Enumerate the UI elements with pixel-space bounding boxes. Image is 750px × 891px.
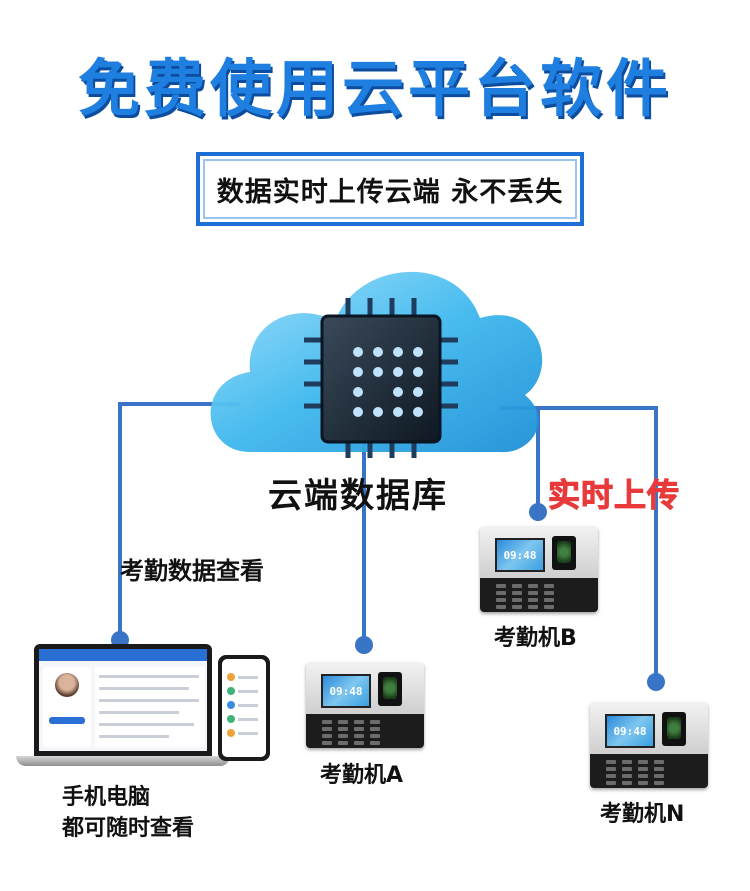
phone-icon [218, 655, 270, 761]
avatar [55, 673, 79, 697]
fingerprint-sensor-icon [662, 712, 686, 746]
attendance-device-a: 09:48 [306, 662, 424, 748]
device-b-label: 考勤机B [494, 626, 577, 651]
pc-label-line2: 都可随时查看 [62, 816, 195, 841]
cloud-database-label: 云端数据库 [268, 476, 448, 516]
device-n-screen: 09:48 [605, 714, 655, 748]
device-a-screen: 09:48 [321, 674, 371, 708]
keypad [480, 578, 598, 612]
attendance-device-b: 09:48 [480, 526, 598, 612]
device-n-label: 考勤机N [600, 802, 685, 827]
node-device-n [647, 673, 665, 691]
pc-label-line1: 手机电脑 [62, 785, 151, 810]
fingerprint-sensor-icon [552, 536, 576, 570]
attendance-view-label: 考勤数据查看 [120, 557, 264, 585]
attendance-device-n: 09:48 [590, 702, 708, 788]
line-to-device-n [520, 406, 658, 680]
node-device-b [529, 503, 547, 521]
device-b-screen: 09:48 [495, 538, 545, 572]
pc-phone-label: 手机电脑 都可随时查看 [62, 782, 262, 844]
page-title: 免费使用云平台软件 [77, 52, 672, 125]
keypad [306, 714, 424, 748]
laptop-base [16, 756, 230, 766]
chip-icon [304, 298, 458, 458]
subtitle-text: 数据实时上传云端 永不丢失 [216, 176, 564, 208]
laptop-icon [34, 644, 212, 756]
realtime-upload-label: 实时上传 [547, 476, 681, 515]
keypad [590, 754, 708, 788]
device-a-label: 考勤机A [320, 763, 404, 788]
line-to-pc [118, 402, 240, 640]
subtitle-box: 数据实时上传云端 永不丢失 [196, 152, 584, 226]
node-device-a [355, 636, 373, 654]
fingerprint-sensor-icon [378, 672, 402, 706]
